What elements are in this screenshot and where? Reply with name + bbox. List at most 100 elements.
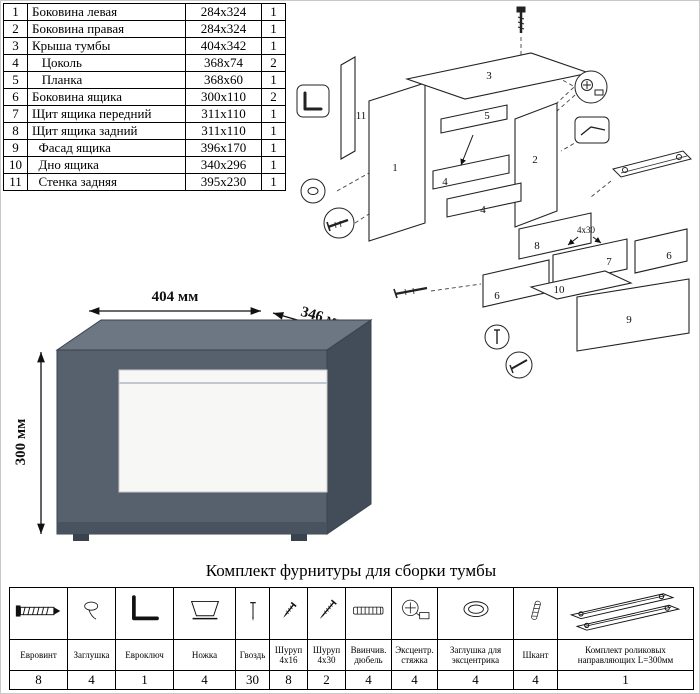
hardware-item-qty: 30 xyxy=(235,670,270,690)
bracket-callout xyxy=(574,116,610,144)
cap-callout xyxy=(300,178,326,204)
diagram-screw-size-label: 4х30 xyxy=(577,225,596,235)
cabinet-render: 404 мм 346 мм 300 мм xyxy=(13,289,373,541)
diagram-part-drawer-bottom xyxy=(529,270,633,300)
part-qty: 2 xyxy=(261,88,286,106)
part-number: 7 xyxy=(3,105,28,123)
diagram-label-6a: 6 xyxy=(494,290,500,302)
table-row: 2 Боковина правая 284x324 1 xyxy=(3,20,286,38)
nail-icon xyxy=(249,602,256,621)
diagram-label-6b: 6 xyxy=(666,250,672,262)
part-name: Стенка задняя xyxy=(27,173,186,191)
hardware-item-label: Евровинт xyxy=(9,639,68,671)
nail-callout xyxy=(484,324,510,350)
cam-lock-icon xyxy=(401,599,429,620)
diagram-label-7: 7 xyxy=(606,256,612,268)
hardware-item-label: Ввинчив. дюбель xyxy=(345,639,392,671)
diagram-part-plinth-front xyxy=(432,154,510,190)
hardware-icon-cell xyxy=(437,587,514,640)
part-qty: 1 xyxy=(261,122,286,140)
part-number: 2 xyxy=(3,20,28,38)
diagram-part-top xyxy=(404,52,592,100)
diagram-part-drawer-back xyxy=(518,212,592,260)
cam-lock-icon xyxy=(581,79,604,96)
diagram-part-planka xyxy=(440,104,508,134)
hardware-icon-cell xyxy=(269,587,308,640)
table-row: 7 Щит ящика передний 311x110 1 xyxy=(3,105,286,123)
wood-dowel-icon xyxy=(530,600,541,620)
diagram-part-drawer-side-left xyxy=(482,259,550,308)
part-size: 395x230 xyxy=(185,173,262,191)
cap-icon xyxy=(307,187,319,195)
hardware-item-qty: 2 xyxy=(307,670,346,690)
euroscrew-icon xyxy=(15,605,60,617)
hex-key-callout xyxy=(296,84,330,118)
diagram-label-10: 10 xyxy=(554,284,566,296)
exploded-assembly-diagram: 11 1 3 5 2 4 4 8 7 6 6 10 9 4х30 xyxy=(296,6,692,379)
hardware-icon-cell xyxy=(557,587,694,640)
part-number: 3 xyxy=(3,37,28,55)
part-number: 4 xyxy=(3,54,28,72)
hardware-icon-cell xyxy=(173,587,236,640)
part-name: Крыша тумбы xyxy=(27,37,186,55)
hardware-icon-cell xyxy=(9,587,68,640)
hardware-item-label: Шкант xyxy=(513,639,558,671)
hardware-item-label: Заглушка xyxy=(67,639,116,671)
diagram-label-2: 2 xyxy=(532,154,538,166)
hardware-item-qty: 8 xyxy=(9,670,68,690)
hardware-item-qty: 1 xyxy=(115,670,174,690)
hardware-item-label: Заглушка для эксцентрика xyxy=(437,639,514,671)
leg-icon xyxy=(190,600,219,620)
cabinet-side-face xyxy=(326,319,372,535)
part-size: 396x170 xyxy=(185,139,262,157)
hardware-labels-row: Евровинт Заглушка Евроключ Ножка Гвоздь … xyxy=(9,639,694,671)
screw-small-icon xyxy=(282,601,297,618)
part-qty: 1 xyxy=(261,105,286,123)
part-number: 10 xyxy=(3,156,28,174)
hardware-item-label: Ножка xyxy=(173,639,236,671)
hardware-item-label: Гвоздь xyxy=(235,639,270,671)
part-qty: 2 xyxy=(261,54,286,72)
hardware-item-label: Эксцентр. стяжка xyxy=(391,639,438,671)
hardware-item-qty: 4 xyxy=(437,670,514,690)
bracket-icon xyxy=(580,126,606,136)
drawer-screw-icon xyxy=(393,286,428,299)
part-size: 284x324 xyxy=(185,20,262,38)
part-qty: 1 xyxy=(261,20,286,38)
diagram-assembly-arrows xyxy=(460,134,602,246)
hardware-item-qty: 4 xyxy=(391,670,438,690)
part-number: 5 xyxy=(3,71,28,89)
cam-cap-icon xyxy=(463,601,488,618)
part-size: 284x324 xyxy=(185,3,262,21)
hardware-item-label: Евроключ xyxy=(115,639,174,671)
part-number: 11 xyxy=(3,173,28,191)
part-qty: 1 xyxy=(261,37,286,55)
screw-in-dowel-icon xyxy=(352,606,383,615)
hardware-item-qty: 1 xyxy=(557,670,694,690)
part-name: Фасад ящика xyxy=(27,139,186,157)
hardware-item-qty: 4 xyxy=(173,670,236,690)
hardware-icons-row xyxy=(9,587,694,640)
screw-icon xyxy=(509,359,528,374)
diagram-part-drawer-side-right xyxy=(634,228,688,274)
diagram-label-4b: 4 xyxy=(480,204,486,216)
diagram-part-back-panel xyxy=(340,56,356,160)
part-number: 9 xyxy=(3,139,28,157)
parts-table: 1 Боковина левая 284x324 1 2 Боковина пр… xyxy=(3,3,286,191)
roller-guide-part xyxy=(612,150,692,178)
hardware-kit-title: Комплект фурнитуры для сборки тумбы xyxy=(205,561,497,580)
hex-key-icon xyxy=(303,91,323,111)
table-row: 5 Планка 368x60 1 xyxy=(3,71,286,89)
cabinet-top-face xyxy=(55,319,373,351)
roller-guides-icon xyxy=(569,593,680,631)
part-name: Боковина ящика xyxy=(27,88,186,106)
hardware-icon-cell xyxy=(67,587,116,640)
height-dimension-label: 300 мм xyxy=(13,419,29,466)
part-qty: 1 xyxy=(261,139,286,157)
hardware-item-label: Шуруп 4х16 xyxy=(269,639,308,671)
hardware-item-label: Шуруп 4х30 xyxy=(307,639,346,671)
cabinet-foot-right xyxy=(291,534,307,541)
part-qty: 1 xyxy=(261,3,286,21)
part-number: 6 xyxy=(3,88,28,106)
